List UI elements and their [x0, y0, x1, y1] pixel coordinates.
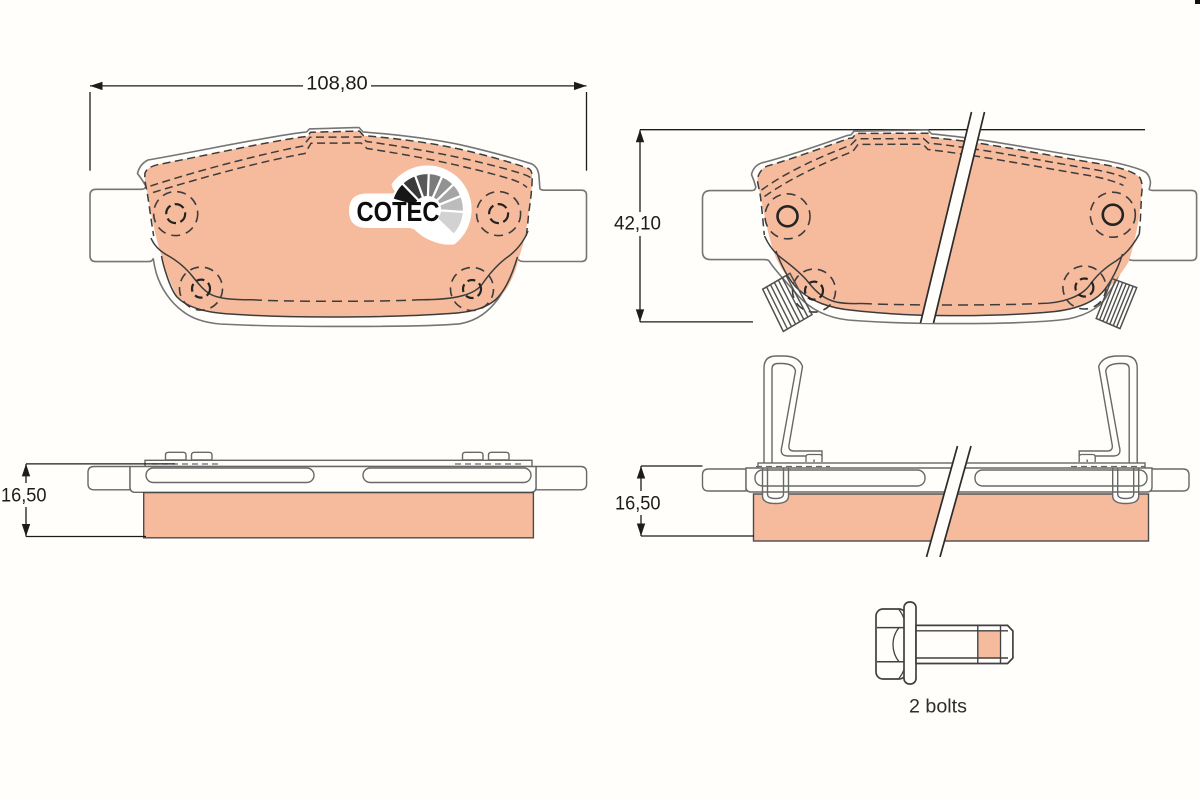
svg-text:COTEC: COTEC [357, 196, 440, 227]
svg-text:42,10: 42,10 [614, 213, 661, 235]
svg-text:16,50: 16,50 [615, 493, 661, 515]
svg-text:108,80: 108,80 [306, 73, 368, 95]
svg-text:2 bolts: 2 bolts [909, 697, 967, 718]
svg-text:16,50: 16,50 [1, 485, 47, 507]
